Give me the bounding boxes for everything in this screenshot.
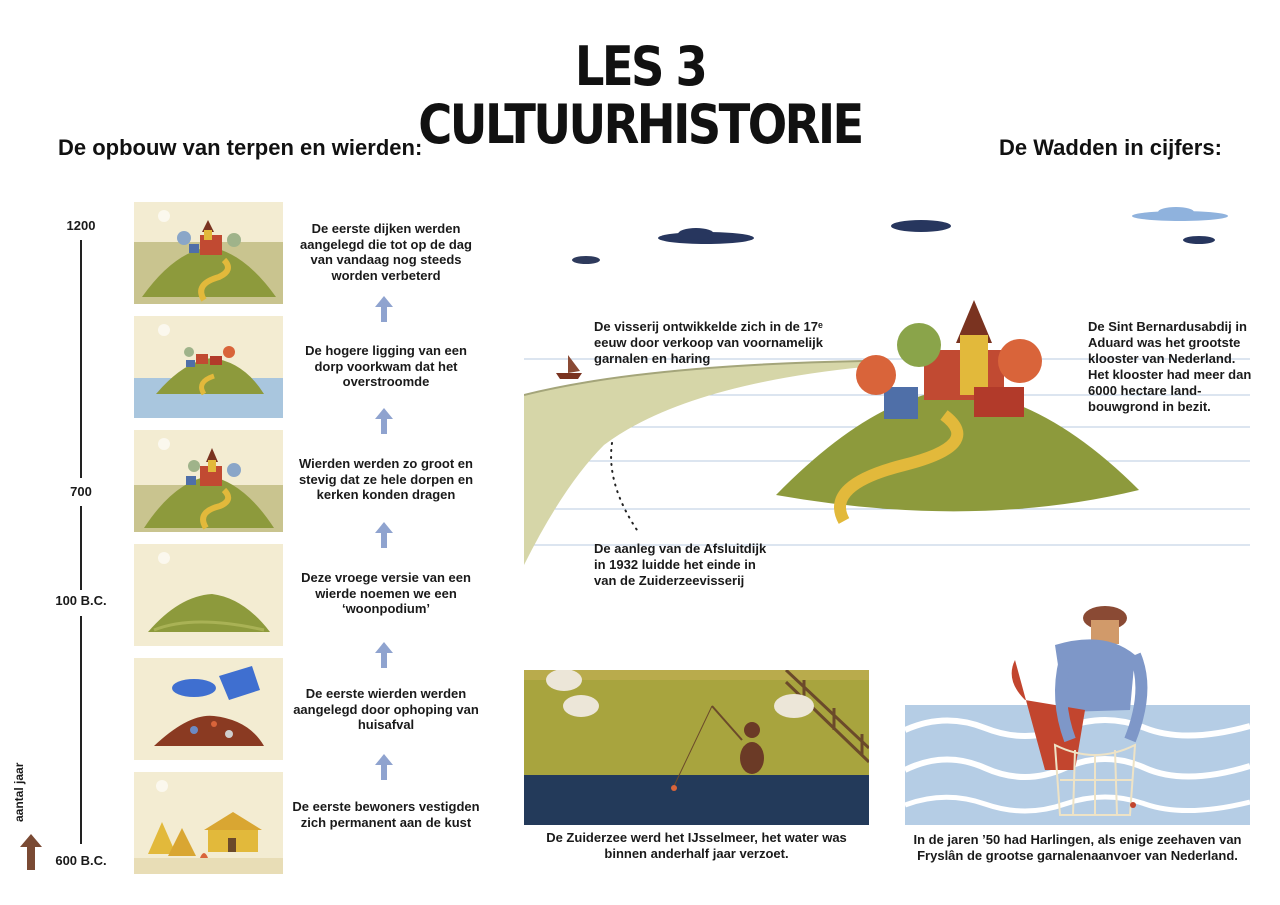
- stage-text-waste: De eerste wierden werden aangelegd door …: [293, 686, 479, 732]
- timeline-line: [80, 240, 82, 478]
- arrow-up-icon: [20, 834, 42, 870]
- year-label-700: 700: [70, 484, 92, 499]
- stage-illustration-flood-village: [134, 316, 283, 418]
- arrow-up-icon: [375, 296, 393, 322]
- fact-zuiderzee: De Zuiderzee werd het IJsselmeer, het wa…: [546, 830, 847, 861]
- stage-illustration-living-platform: [134, 544, 283, 646]
- shrimp-fisherman-illustration: [905, 606, 1250, 825]
- stage-text-dikes: De eerste dijken werden aangelegd die to…: [300, 221, 472, 283]
- year-label-1200: 1200: [66, 218, 96, 233]
- arrow-up-icon: [375, 754, 393, 780]
- arrow-up-icon: [375, 522, 393, 548]
- stage-illustration-church-mound: [134, 430, 283, 532]
- fact-abdij: De Sint Bernardusabdij in Aduard was het…: [1088, 319, 1252, 414]
- stage-text-large-wierden: Wierden werden zo groot en stevig dat ze…: [298, 456, 474, 502]
- zuiderzee-field-illustration: [524, 670, 869, 825]
- page-title: LES 3 CULTUURHISTORIE: [90, 38, 1191, 154]
- timeline-line: [80, 616, 82, 844]
- left-section-heading: De opbouw van terpen en wierden:: [58, 135, 423, 160]
- title-line-2: CULTUURHISTORIE: [418, 93, 864, 156]
- fact-afsluitdijk: De aanleg van de Afsluitdijk in 1932 lui…: [594, 541, 767, 588]
- arrow-up-icon: [375, 642, 393, 668]
- clouds-illustration: [572, 207, 1228, 264]
- title-line-1: LES 3: [574, 35, 708, 98]
- stage-illustration-dike-village: [134, 202, 283, 304]
- stage-text-higher-village: De hogere ligging van een dorp voorkwam …: [305, 343, 467, 389]
- fact-visserij: De visserij ontwikkelde zich in de 17ᵉ e…: [594, 319, 824, 366]
- year-label-600bc: 600 B.C.: [55, 853, 107, 868]
- afsluitdijk-terp-illustration: [524, 300, 1250, 565]
- stage-text-first-settlers: De eerste bewoners vestigden zich perman…: [292, 799, 480, 830]
- stage-illustration-waste-heap: [134, 658, 283, 760]
- right-section-heading: De Wadden in cijfers:: [999, 135, 1222, 160]
- timeline-line: [80, 506, 82, 590]
- fact-harlingen: In de jaren ’50 had Harlingen, als enige…: [913, 832, 1242, 863]
- axis-label: aantal jaar: [12, 762, 26, 822]
- stage-illustration-first-settlers: [134, 772, 283, 874]
- year-label-100bc: 100 B.C.: [55, 593, 107, 608]
- arrow-up-icon: [375, 408, 393, 434]
- stage-text-woonpodium: Deze vroege versie van een wierde noemen…: [301, 570, 471, 616]
